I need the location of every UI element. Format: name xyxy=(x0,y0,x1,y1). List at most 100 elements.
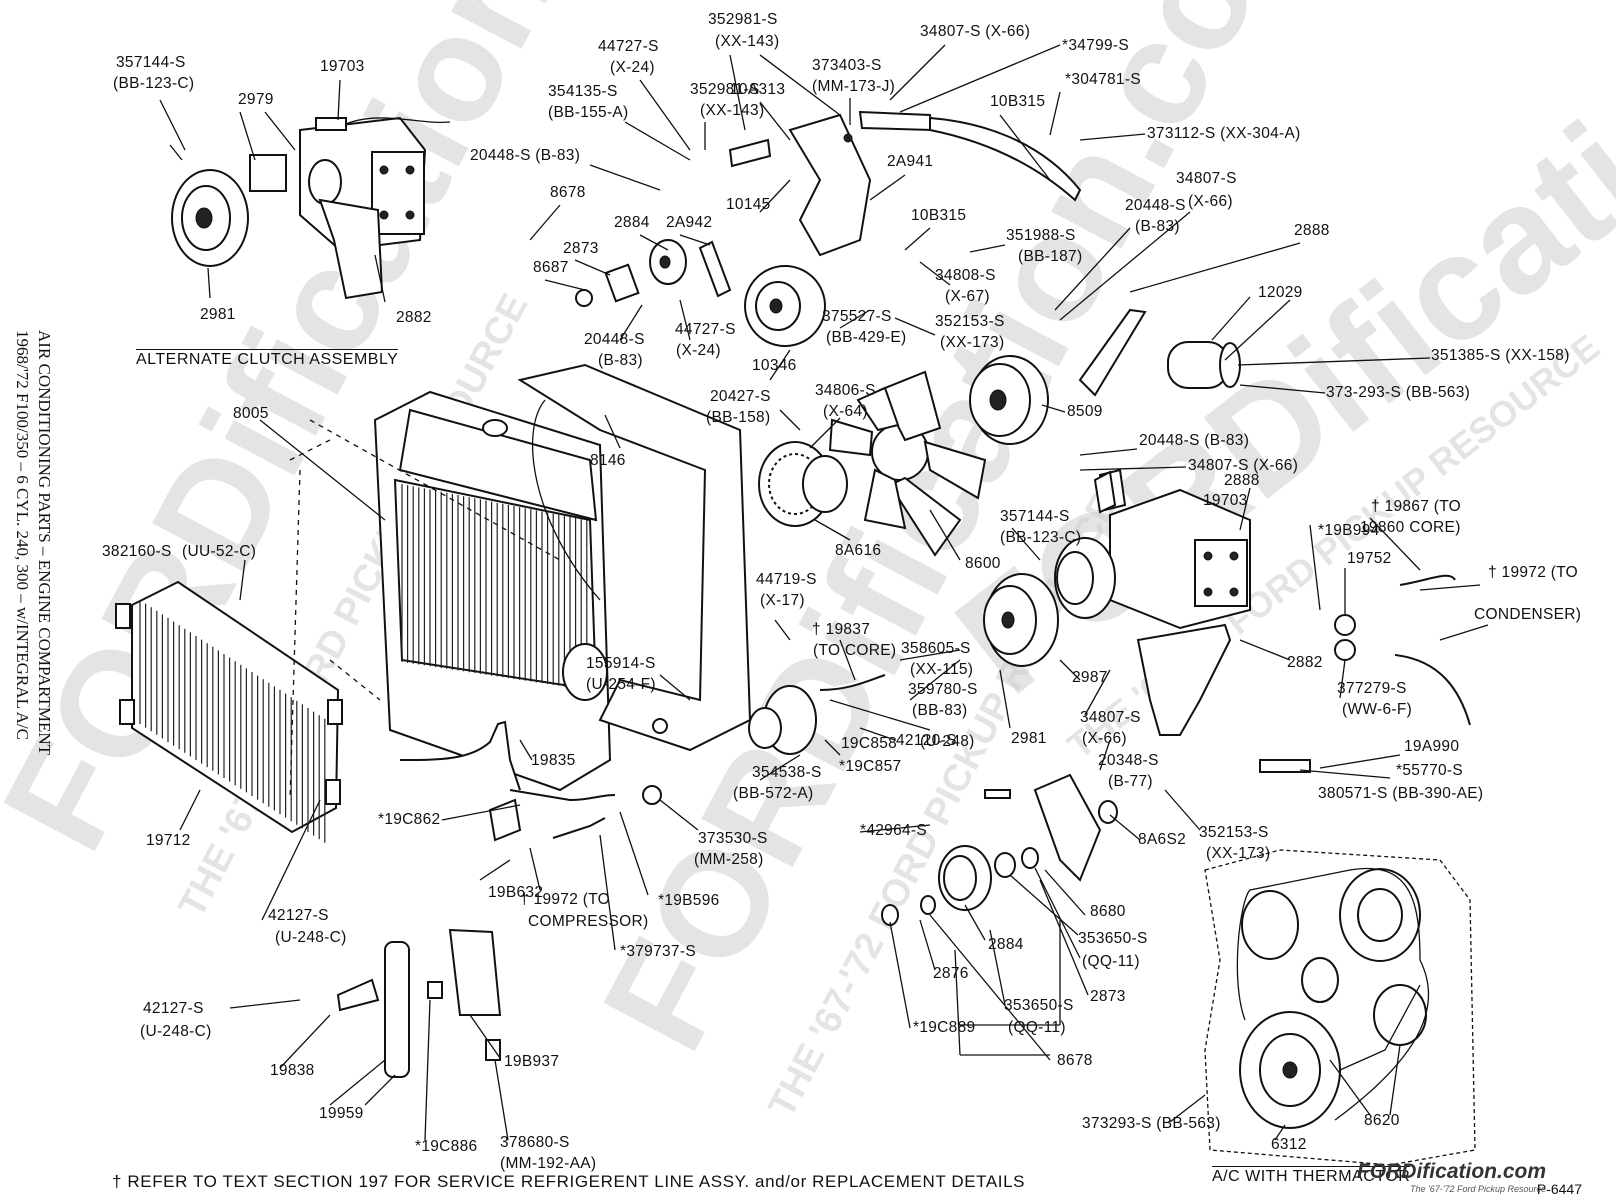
part-callout: 378680-S xyxy=(500,1134,570,1151)
leader-line xyxy=(1299,769,1391,779)
leader-line xyxy=(544,279,586,291)
part-callout: 34808-S xyxy=(935,267,996,284)
diagram-title-vertical: AIR CONDITIONING PARTS – ENGINE COMPARTM… xyxy=(8,330,68,890)
part-callout: (X-24) xyxy=(610,59,655,76)
part-callout: (B-77) xyxy=(1108,773,1153,790)
leader-line xyxy=(1274,1124,1286,1141)
leader-line xyxy=(859,727,896,741)
part-callout: 20348-S xyxy=(1098,752,1159,769)
part-callout: (X-66) xyxy=(1188,193,1233,210)
leader-line xyxy=(1044,869,1086,916)
part-callout: 44727-S xyxy=(598,38,659,55)
part-callout: 353650-S xyxy=(1004,997,1074,1014)
leader-line xyxy=(894,317,936,336)
alternate-clutch-assembly xyxy=(169,116,451,300)
part-callout: 357144-S xyxy=(116,54,186,71)
condenser-19712 xyxy=(115,580,343,843)
part-callout: 42120-S xyxy=(896,732,957,749)
part-callout: 8A616 xyxy=(835,542,881,559)
part-callout: 2882 xyxy=(1287,654,1323,671)
part-callout: *19B994 xyxy=(1318,522,1380,539)
part-callout: 44727-S xyxy=(675,321,736,338)
part-callout: 357144-S xyxy=(1000,508,1070,525)
leader-line xyxy=(1054,227,1131,311)
leader-line xyxy=(1079,133,1146,141)
part-callout: 380571-S (BB-390-AE) xyxy=(1318,785,1483,802)
part-callout: 8509 xyxy=(1067,403,1103,420)
leader-line xyxy=(829,699,931,731)
leader-line xyxy=(639,79,691,151)
compressor-19703 xyxy=(1098,468,1251,630)
part-callout: 2981 xyxy=(200,306,236,323)
leader-line xyxy=(529,847,541,891)
compressor-bracket-2888 xyxy=(1078,308,1147,514)
leader-line xyxy=(1239,384,1326,394)
leader-line xyxy=(759,179,791,213)
leader-line xyxy=(1419,584,1481,591)
part-callout: 19835 xyxy=(531,752,576,769)
leader-line xyxy=(1224,299,1291,361)
leader-line xyxy=(519,739,533,761)
part-callout: (X-24) xyxy=(676,342,721,359)
part-callout: 19A990 xyxy=(1404,738,1459,755)
leader-line xyxy=(969,244,1006,253)
part-callout: (WW-6-F) xyxy=(1342,701,1412,718)
part-callout: 2987 xyxy=(1072,669,1108,686)
part-callout: 2A941 xyxy=(887,153,933,170)
leader-line xyxy=(919,919,936,971)
page-number: P-6447 xyxy=(1536,1181,1582,1197)
part-callout: 351988-S xyxy=(1006,227,1076,244)
part-callout: (TO CORE) xyxy=(813,642,896,659)
part-callout: 10A313 xyxy=(730,81,785,98)
leader-line xyxy=(1049,91,1061,136)
caption-alternate-clutch: ALTERNATE CLUTCH ASSEMBLY xyxy=(136,349,399,368)
part-callout: 20448-S (B-83) xyxy=(1139,432,1249,449)
part-callout: 34807-S (X-66) xyxy=(920,23,1030,40)
part-callout: 382160-S xyxy=(102,543,172,560)
part-callout: † 19867 (TO xyxy=(1371,498,1461,515)
part-callout: 352153-S xyxy=(1199,824,1269,841)
part-callout: (U-248-C) xyxy=(140,1023,212,1040)
part-callout: (BB-572-A) xyxy=(733,785,814,802)
part-callout: 373403-S xyxy=(812,57,882,74)
part-callout: (B-83) xyxy=(598,352,643,369)
part-callout: (MM-173-J) xyxy=(812,78,895,95)
part-callout: 2981 xyxy=(1011,730,1047,747)
part-callout: (MM-258) xyxy=(694,851,764,868)
leader-line xyxy=(239,559,246,601)
leader-line xyxy=(1009,874,1079,936)
part-callout: 6312 xyxy=(1271,1136,1307,1153)
part-callout: † 19972 (TO xyxy=(1488,564,1578,581)
part-callout: 359780-S xyxy=(908,681,978,698)
logo-sub-text: The '67-'72 Ford Pickup Resource xyxy=(1409,1184,1546,1194)
part-callout: 10B315 xyxy=(911,207,966,224)
part-callout: (X-66) xyxy=(1082,730,1127,747)
leader-line xyxy=(839,309,871,329)
part-callout: 353650-S xyxy=(1078,930,1148,947)
part-callout: 44719-S xyxy=(756,571,817,588)
leader-line xyxy=(729,54,746,131)
leader-line xyxy=(624,121,691,161)
part-callout: 8678 xyxy=(550,184,586,201)
leader-line xyxy=(1439,624,1489,641)
part-callout: 352153-S xyxy=(935,313,1005,330)
leader-line xyxy=(1329,1059,1371,1116)
part-callout: 2873 xyxy=(1090,988,1126,1005)
part-callout: 2873 xyxy=(563,240,599,257)
part-callout: 19959 xyxy=(319,1105,364,1122)
refrigerant-lines xyxy=(399,674,886,842)
part-callout: (MM-192-AA) xyxy=(500,1155,596,1172)
leader-line xyxy=(529,204,561,241)
part-callout: 20448-S xyxy=(1125,197,1186,214)
part-callout: 8005 xyxy=(233,405,269,422)
leader-line xyxy=(589,164,661,191)
leader-line xyxy=(1239,639,1291,661)
part-callout: *19C857 xyxy=(839,758,901,775)
part-callout: 19B937 xyxy=(504,1053,559,1070)
leader-line xyxy=(1339,659,1346,699)
part-callout: (BB-429-E) xyxy=(826,329,907,346)
thermactor-belt-layout xyxy=(1204,849,1476,1166)
leader-line xyxy=(779,409,801,431)
part-callout: 2882 xyxy=(396,309,432,326)
part-callout: 20448-S xyxy=(584,331,645,348)
